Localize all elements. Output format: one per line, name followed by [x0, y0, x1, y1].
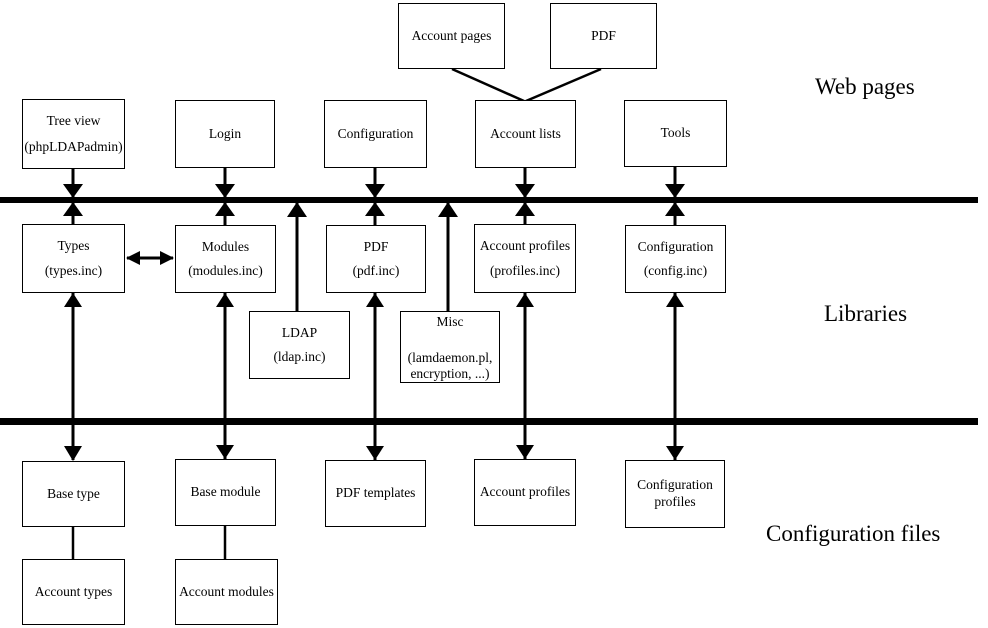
- bus-line-libraries-config: [0, 418, 978, 425]
- box-label: Base module: [190, 484, 261, 500]
- box-login: Login: [175, 100, 275, 168]
- box-label: PDF: [591, 27, 616, 43]
- box-tree-view: Tree view (phpLDAPadmin): [22, 99, 125, 169]
- box-ldap: LDAP (ldap.inc): [249, 311, 350, 379]
- box-sublabel: (lamdaemon.pl,: [407, 349, 493, 365]
- box-tools: Tools: [624, 100, 727, 167]
- box-label: Login: [208, 125, 242, 141]
- box-account-modules: Account modules: [175, 559, 278, 625]
- box-sublabel: (profiles.inc): [489, 262, 561, 278]
- line-account-pages-to-account-lists: [451, 67, 525, 103]
- box-account-types: Account types: [22, 559, 125, 625]
- box-modules: Modules (modules.inc): [175, 225, 276, 293]
- box-pdf-page: PDF: [550, 3, 657, 69]
- box-account-lists: Account lists: [475, 100, 576, 168]
- layer-label-libraries: Libraries: [824, 301, 908, 326]
- box-label: Account modules: [179, 583, 274, 599]
- box-account-profiles-lib: Account profiles (profiles.inc): [474, 224, 576, 293]
- box-sublabel: (config.inc): [643, 263, 708, 279]
- box-label: Account profiles: [479, 237, 571, 253]
- box-sublabel: encryption, ...): [410, 365, 490, 381]
- box-label: Tree view: [46, 113, 101, 129]
- box-label: profiles: [654, 494, 696, 509]
- box-label: LDAP: [281, 324, 318, 340]
- box-sublabel: (modules.inc): [188, 263, 263, 279]
- box-label: Types: [57, 237, 90, 253]
- box-account-profiles-file: Account profiles: [474, 459, 576, 526]
- box-sublabel: (ldap.inc): [273, 349, 326, 365]
- line-pdf-to-account-lists: [525, 67, 602, 103]
- box-types: Types (types.inc): [22, 224, 125, 293]
- box-sublabel: (types.inc): [44, 262, 103, 278]
- box-label: Account lists: [490, 125, 561, 141]
- box-base-module: Base module: [175, 459, 276, 526]
- box-pdf-lib: PDF (pdf.inc): [326, 225, 426, 293]
- box-label: Account types: [34, 583, 113, 599]
- box-label: Modules: [201, 238, 250, 254]
- box-pdf-templates: PDF templates: [325, 460, 426, 527]
- layer-label-configuration-files: Configuration files: [766, 521, 941, 546]
- plain-lines: [71, 67, 602, 560]
- box-label: Tools: [660, 125, 691, 141]
- arrowheads: [63, 184, 685, 461]
- box-label: Configuration: [337, 125, 414, 141]
- box-label: Base type: [47, 485, 100, 501]
- box-sublabel: (pdf.inc): [352, 263, 400, 279]
- bus-lines: [0, 197, 978, 425]
- box-configuration-page: Configuration: [324, 100, 427, 168]
- box-configuration-lib: Configuration (config.inc): [625, 225, 726, 293]
- box-sublabel-group: (lamdaemon.pl, encryption, ...): [408, 350, 493, 382]
- box-label: Configuration: [637, 238, 714, 254]
- box-label: PDF: [363, 238, 389, 254]
- box-account-pages: Account pages: [398, 3, 505, 69]
- box-sublabel: (phpLDAPadmin): [24, 138, 123, 154]
- layer-label-web-pages: Web pages: [815, 74, 915, 99]
- box-misc: Misc (lamdaemon.pl, encryption, ...): [400, 311, 500, 383]
- box-label: Account profiles: [479, 484, 571, 500]
- box-configuration-profiles: Configuration profiles: [625, 460, 725, 528]
- box-base-type: Base type: [22, 461, 125, 527]
- box-label: Misc: [436, 314, 464, 329]
- box-label: Configuration: [637, 477, 713, 493]
- bus-line-web-libraries: [0, 197, 978, 203]
- box-label: PDF templates: [335, 485, 416, 501]
- box-label: Account pages: [411, 27, 492, 43]
